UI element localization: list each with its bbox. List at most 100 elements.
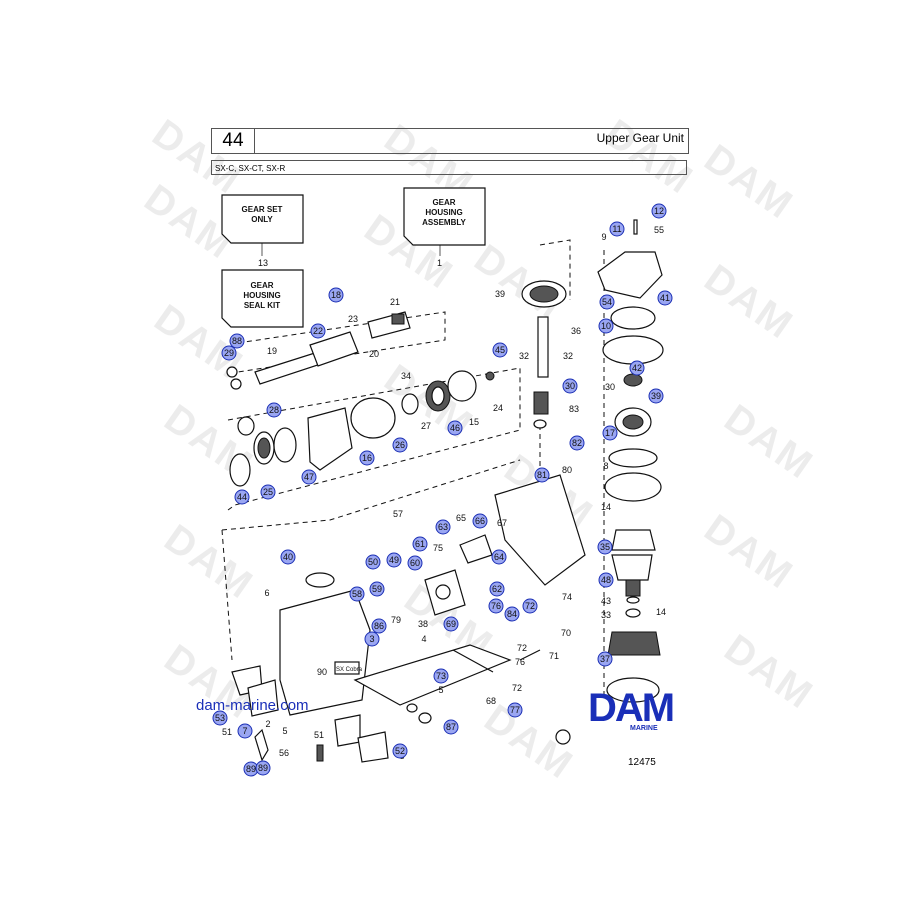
callout-number: 72 [512, 683, 522, 693]
callout-bubble [412, 536, 428, 552]
part-callout: 80 [562, 465, 572, 475]
callout-number: 84 [507, 609, 517, 619]
callout-number: 49 [389, 555, 399, 565]
callout-number: 54 [602, 297, 612, 307]
part-callout: 42 [629, 360, 645, 376]
callout-bubble [562, 378, 578, 394]
part-callout: 5 [282, 726, 287, 736]
callout-number: 71 [549, 651, 559, 661]
part-callout: 41 [657, 290, 673, 306]
kit-box-line: GEAR SET [242, 205, 283, 214]
part-callout: 22 [310, 323, 326, 339]
callout-number: 39 [651, 391, 661, 401]
part-callout: 72 [517, 643, 527, 653]
callout-bubble [534, 467, 550, 483]
part-callout: 30 [562, 378, 578, 394]
part-callout: 37 [597, 651, 613, 667]
website-link[interactable]: dam-marine.com [196, 697, 309, 714]
part-callout: 4 [421, 634, 426, 644]
callout-bubble [447, 420, 463, 436]
callout-bubble [488, 598, 504, 614]
callout-number: 36 [571, 326, 581, 336]
part-callout: 65 [456, 513, 466, 523]
part-callout: 29 [221, 345, 237, 361]
callout-bubble [364, 631, 380, 647]
part-callout: 15 [469, 417, 479, 427]
callout-bubble [522, 598, 538, 614]
callout-bubble [392, 437, 408, 453]
callout-bubble [301, 469, 317, 485]
callout-number: 32 [563, 351, 573, 361]
callout-number: 45 [495, 345, 505, 355]
part-callout: 47 [301, 469, 317, 485]
callout-bubble [492, 342, 508, 358]
part-callout: 12 [651, 203, 667, 219]
callout-bubble [443, 719, 459, 735]
page-header: 44 Upper Gear Unit [211, 128, 689, 154]
page-number: 44 [212, 129, 255, 153]
part-callout: 68 [486, 696, 496, 706]
callout-number: 2 [265, 719, 270, 729]
callout-number: 20 [369, 349, 379, 359]
callout-number: 40 [283, 552, 293, 562]
part-callout: 79 [391, 615, 401, 625]
callout-bubble [491, 549, 507, 565]
page-title: Upper Gear Unit [596, 131, 684, 145]
callout-number: 72 [525, 601, 535, 611]
part-callout: 81 [534, 467, 550, 483]
callout-number: 44 [237, 492, 247, 502]
input-shaft-part [226, 311, 411, 390]
part-callout: 5 [438, 685, 443, 695]
callout-number: 11 [612, 224, 621, 234]
callout-number: 75 [433, 543, 443, 553]
callout-number: 19 [267, 346, 277, 356]
callout-number: 41 [660, 293, 670, 303]
callout-bubble [435, 519, 451, 535]
part-callout: 35 [597, 539, 613, 555]
part-callout: 58 [349, 586, 365, 602]
callout-number: 25 [263, 487, 273, 497]
brand-logo: DAM [588, 686, 675, 730]
callout-number: 32 [519, 351, 529, 361]
part-callout: 76 [488, 598, 504, 614]
part-callout: 20 [369, 349, 379, 359]
callout-number: 29 [224, 348, 234, 358]
assembly-outline-housing [221, 459, 521, 661]
callout-number: 37 [600, 654, 610, 664]
callout-bubble [371, 618, 387, 634]
callout-bubble [599, 294, 615, 310]
part-callout: 69 [443, 616, 459, 632]
callout-number: 76 [491, 601, 501, 611]
bearing-group-part [229, 370, 495, 487]
right-gear-stack-part [597, 219, 664, 703]
part-callout: 51 [222, 727, 232, 737]
part-callout: 10 [598, 318, 614, 334]
part-callout: 53 [212, 710, 228, 726]
callout-bubble [229, 333, 245, 349]
part-callout: 3 [364, 631, 380, 647]
callout-number: 72 [517, 643, 527, 653]
kit-box-line: GEAR [250, 281, 273, 290]
callout-bubble [433, 668, 449, 684]
svg-text:SX Cobra: SX Cobra [336, 667, 363, 673]
part-callout: 6 [264, 588, 269, 598]
part-callout: 40 [280, 549, 296, 565]
callout-number: 53 [215, 713, 225, 723]
vertical-shaft-part [521, 280, 567, 429]
part-callout: 61 [412, 536, 428, 552]
callout-number: 87 [446, 722, 456, 732]
callout-bubble [237, 723, 253, 739]
callout-bubble [597, 539, 613, 555]
callout-number: 90 [317, 667, 327, 677]
kit-box-line: SEAL KIT [244, 301, 280, 310]
part-callout: 71 [549, 651, 559, 661]
callout-number: 89 [246, 764, 256, 774]
callout-number: 21 [390, 297, 400, 307]
callout-bubble [598, 572, 614, 588]
kit-box-line: ASSEMBLY [422, 218, 466, 227]
callout-number: 63 [438, 522, 448, 532]
part-callout: 32 [563, 351, 573, 361]
part-callout: 7 [237, 723, 253, 739]
